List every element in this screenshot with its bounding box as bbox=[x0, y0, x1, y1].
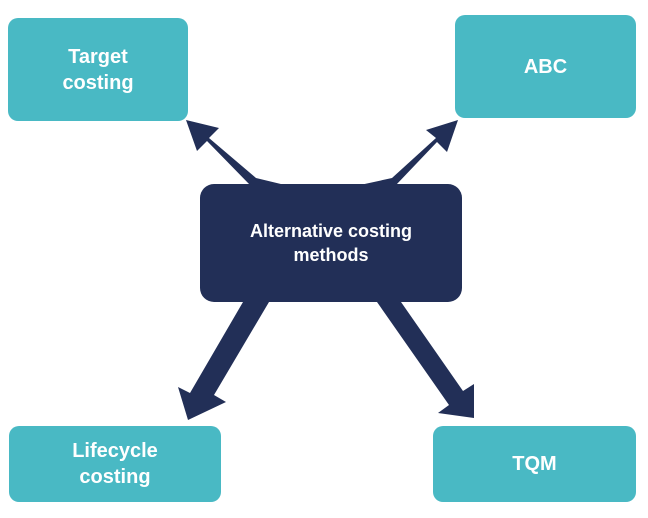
center-label-line2: methods bbox=[293, 245, 369, 265]
center-label-line1: Alternative costing bbox=[249, 221, 413, 241]
node-label-line1: Target bbox=[68, 45, 128, 68]
arrow-to-abc bbox=[360, 120, 458, 185]
node-label: TQM bbox=[512, 453, 557, 475]
node-abc[interactable]: ABC bbox=[455, 15, 636, 118]
node-lifecycle-costing[interactable]: Lifecycle costing bbox=[9, 426, 221, 502]
arrow-to-lifecycle-costing bbox=[178, 302, 269, 420]
node-target-costing[interactable]: Target costing bbox=[8, 18, 188, 121]
arrow-to-target-costing bbox=[186, 120, 285, 185]
node-label-line2: costing bbox=[79, 466, 151, 488]
arrow-to-tqm bbox=[377, 302, 474, 418]
node-label: ABC bbox=[523, 55, 568, 78]
node-tqm[interactable]: TQM bbox=[433, 426, 636, 502]
center-node[interactable]: Alternative costing methods bbox=[200, 184, 462, 302]
node-label-line2: costing bbox=[62, 71, 134, 94]
node-label-line1: Lifecycle bbox=[72, 440, 158, 462]
